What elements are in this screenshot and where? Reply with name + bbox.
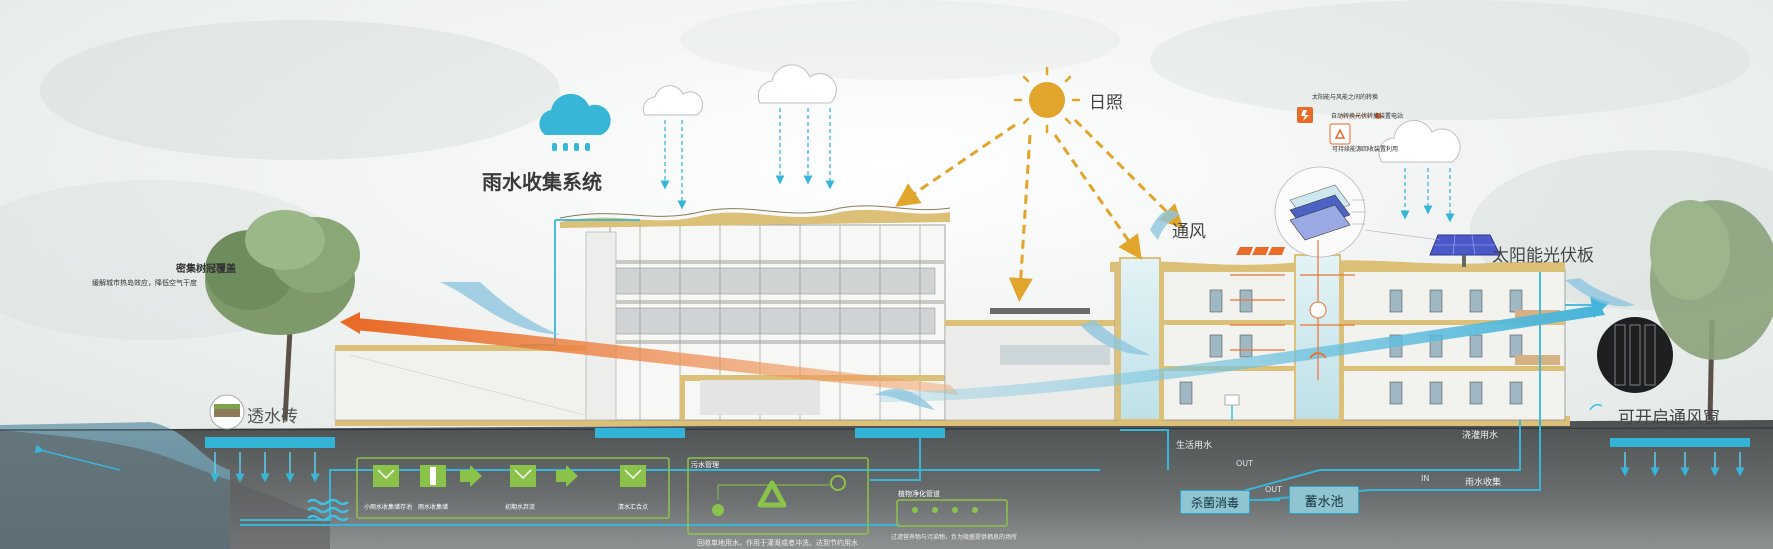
roof-solar-strip: [1236, 247, 1285, 255]
permeable-brick-label: 透水砖: [247, 407, 298, 427]
solar-panel-icon: [1429, 234, 1501, 267]
cloud-icon-1: [642, 85, 704, 116]
spray-icon: [1589, 403, 1603, 411]
solar-legend-line3: 可持续能源回收装置利用: [1332, 146, 1399, 153]
wind-swooshes: [440, 210, 1635, 410]
process-step2: 雨水收集储: [418, 504, 449, 511]
sun-icon: [1013, 66, 1081, 134]
sunlight-label: 日照: [1089, 93, 1123, 113]
rain-collect-label: 雨水收集: [1465, 478, 1502, 488]
rain-drops: [660, 108, 1455, 223]
tank-strip-3: [855, 428, 945, 438]
plant-title: 植物净化管道: [898, 490, 940, 498]
rain-system-label: 雨水收集系统: [482, 170, 602, 194]
open-window-label: 可开启通风窗: [1618, 408, 1720, 428]
cloud-icon-3: [1378, 119, 1461, 163]
out-label-2: OUT: [1265, 485, 1283, 494]
ground-section: [0, 420, 1773, 549]
left-low-block: [334, 345, 596, 421]
permeable-brick-icon: [209, 394, 245, 430]
comfort-icon: [1309, 301, 1327, 319]
middle-block: [944, 308, 1120, 421]
wifi-icon: [1309, 352, 1327, 359]
in-label: IN: [1421, 474, 1430, 483]
reservoir-tank: 蓄水池: [1289, 486, 1359, 514]
tap-icon: [1224, 394, 1240, 420]
tank-strip-1: [205, 437, 335, 448]
cloud-icon-2: [757, 64, 837, 104]
hot-air-arrowhead: [340, 312, 360, 334]
canopy-desc: 缓解城市热岛效应，降低空气干度: [92, 279, 197, 287]
process-step3: 初期水弃流: [505, 504, 536, 511]
recycle-title: 污水管理: [691, 461, 719, 469]
cool-air-flow: [880, 305, 1605, 402]
solar-legend-line2: 自动转换光伏转换装置电站: [1331, 113, 1404, 120]
solar-legend-line1: 太阳能与风能之间的转换: [1312, 94, 1379, 101]
hot-air-flow: [355, 318, 960, 395]
sterilize-tank: 杀菌消毒: [1180, 490, 1250, 514]
right-building: [1110, 254, 1566, 421]
recycle-desc: 回收单地用水，作用于灌溉或者冲洗，达到节约用水: [697, 539, 858, 547]
process-box-plant: [896, 499, 1008, 527]
runoff-arrow: [34, 444, 121, 471]
process-step1: 小雨水收集储存池: [364, 504, 413, 511]
operable-window-icon: [1597, 317, 1673, 393]
solar-pv-label: 太阳能光伏板: [1492, 246, 1594, 266]
pv-layer-diagram: [1274, 166, 1441, 258]
irrigation-water-label: 浇灌用水: [1462, 431, 1499, 441]
infiltration-arrows: [210, 452, 1745, 483]
solar-legend-icons: [1297, 107, 1381, 145]
tank-strip-2: [595, 428, 685, 438]
left-tree: [205, 210, 360, 421]
domestic-water-label: 生活用水: [1176, 441, 1213, 451]
tank-strip-4: [1610, 438, 1750, 447]
process-box-rain: [356, 457, 670, 519]
sun-rays: [895, 118, 1184, 302]
internal-vent-arrows: [1230, 240, 1355, 380]
water-waves-icon: [307, 498, 349, 522]
process-step4: 清水汇合点: [618, 504, 649, 511]
rain-cloud-icon: [539, 93, 611, 151]
plant-desc: 过滤营养物与污染物，负为微菌提供栖息的场所: [891, 534, 1018, 541]
out-label-1: OUT: [1236, 459, 1254, 468]
ventilation-label: 通风: [1172, 222, 1206, 242]
right-tree: [1650, 200, 1773, 421]
canopy-title: 密集树冠覆盖: [176, 264, 236, 275]
ground-slab: [335, 416, 1570, 426]
